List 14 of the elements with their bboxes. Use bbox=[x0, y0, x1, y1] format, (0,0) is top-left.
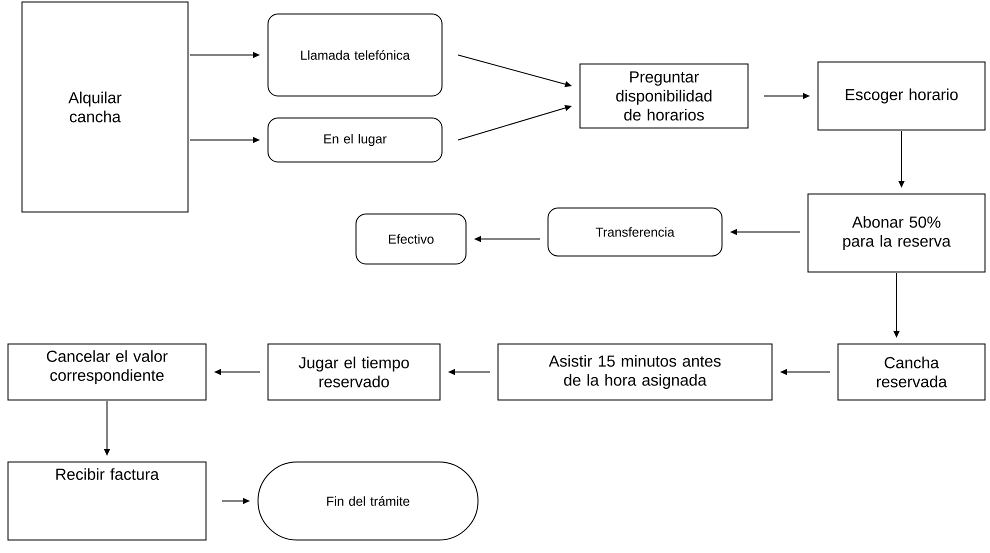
rounded-box: Llamada telefónica bbox=[268, 14, 442, 96]
process-box: Preguntar disponibilidad de horarios bbox=[580, 64, 748, 128]
process-box: Escoger horario bbox=[818, 62, 986, 130]
process-box: Cancelar el valor correspondiente bbox=[8, 343, 206, 400]
process-box: Alquilar cancha bbox=[22, 2, 188, 212]
process-box: Cancha reservada bbox=[838, 343, 986, 400]
rounded-box: En el lugar bbox=[268, 118, 442, 162]
process-box: Jugar el tiempo reservado bbox=[268, 343, 440, 400]
rounded-box: Transferencia bbox=[548, 208, 722, 256]
process-box: Recibir factura bbox=[8, 461, 206, 540]
terminal-box: Fin del trámite bbox=[258, 461, 478, 540]
rounded-box: Efectivo bbox=[356, 213, 466, 264]
process-box: Asistir 15 minutos antes de la hora asignada bbox=[498, 343, 772, 400]
process-box: Abonar 50% para la reserva bbox=[808, 193, 986, 272]
